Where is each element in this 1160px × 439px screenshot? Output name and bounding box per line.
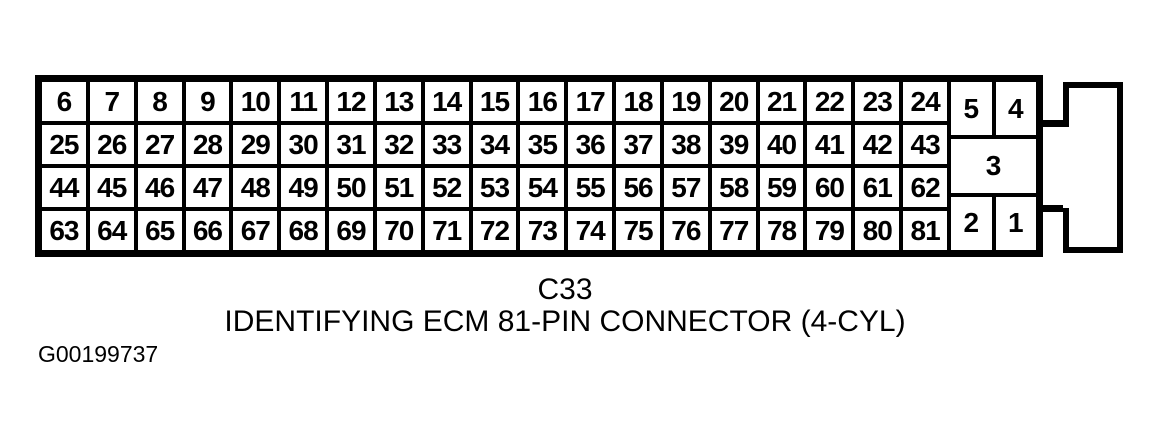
pin-cell: 51 [376,168,421,207]
pin-cell: 39 [711,125,756,164]
pin-cell: 76 [663,211,708,250]
pin-cell: 64 [89,211,134,250]
pin-cell: 22 [807,82,852,121]
pin-cell: 21 [759,82,804,121]
pin-cell: 67 [233,211,278,250]
graphic-id-label: G00199737 [38,341,159,367]
pin-cell: 62 [903,168,947,207]
pin-cell: 6 [42,82,86,121]
side-pin-cell-3: 3 [951,139,1036,193]
pin-cell: 8 [137,82,182,121]
pin-cell: 71 [424,211,469,250]
pin-cell: 68 [281,211,326,250]
pin-cell: 25 [42,125,86,164]
pin-cell: 27 [137,125,182,164]
pin-cell: 7 [89,82,134,121]
pin-cell: 15 [472,82,517,121]
key-tab-body [1063,82,1123,253]
side-pin-cell-4: 4 [995,82,1036,136]
pin-cell: 54 [520,168,565,207]
pin-cell: 33 [424,125,469,164]
pin-cell: 58 [711,168,756,207]
side-pin-cell-2: 2 [951,196,992,250]
pin-cell: 49 [281,168,326,207]
pin-cell: 81 [903,211,947,250]
key-tab-edge-bottom [1063,208,1069,253]
pin-cell: 18 [616,82,660,121]
pin-cell: 46 [137,168,182,207]
pin-cell: 38 [663,125,708,164]
pin-cell: 29 [233,125,278,164]
pin-cell: 11 [281,82,326,121]
pin-cell: 19 [663,82,708,121]
pin-cell: 55 [568,168,613,207]
figure-caption: IDENTIFYING ECM 81-PIN CONNECTOR (4-CYL) [224,305,906,338]
pin-cell: 60 [807,168,852,207]
pin-cell: 36 [568,125,613,164]
pin-cell: 56 [616,168,660,207]
pin-cell: 77 [711,211,756,250]
pin-cell: 14 [424,82,469,121]
pin-cell: 72 [472,211,517,250]
side-pin-cell-5: 5 [951,82,992,136]
pin-cell: 65 [137,211,182,250]
pin-cell: 80 [855,211,900,250]
pin-cell: 17 [568,82,613,121]
caption-block: C33 IDENTIFYING ECM 81-PIN CONNECTOR (4-… [35,274,1095,338]
pin-cell: 53 [472,168,517,207]
side-pin-cell-1: 1 [995,196,1036,250]
pin-cell: 16 [520,82,565,121]
pin-cell: 31 [329,125,373,164]
pin-cell: 73 [520,211,565,250]
pin-cell: 48 [233,168,278,207]
pin-cell: 69 [329,211,373,250]
pin-cell: 24 [903,82,947,121]
pin-cell: 37 [616,125,660,164]
key-tab-arm-bottom [1036,205,1069,212]
pin-cell: 59 [759,168,804,207]
pin-cell: 41 [807,125,852,164]
pin-cell: 63 [42,211,86,250]
pin-cell: 57 [663,168,708,207]
pin-cell: 20 [711,82,756,121]
pin-cell: 79 [807,211,852,250]
pin-cell: 75 [616,211,660,250]
pin-cell: 50 [329,168,373,207]
connector-id-label: C33 [537,273,593,306]
pin-cell: 61 [855,168,900,207]
pin-cell: 43 [903,125,947,164]
pin-cell: 32 [376,125,421,164]
pin-cell: 70 [376,211,421,250]
key-tab-arm-top [1036,120,1069,127]
side-pin-grid: 5 4 3 2 1 [951,82,1036,250]
pin-cell: 30 [281,125,326,164]
pin-cell: 78 [759,211,804,250]
pin-cell: 13 [376,82,421,121]
pin-cell: 28 [185,125,230,164]
pin-cell: 35 [520,125,565,164]
pin-cell: 34 [472,125,517,164]
pin-cell: 47 [185,168,230,207]
pin-cell: 74 [568,211,613,250]
pin-cell: 44 [42,168,86,207]
pin-cell: 52 [424,168,469,207]
pin-cell: 10 [233,82,278,121]
pin-cell: 12 [329,82,373,121]
pin-cell: 26 [89,125,134,164]
pin-cell: 45 [89,168,134,207]
pin-cell: 42 [855,125,900,164]
pin-cell: 40 [759,125,804,164]
pin-cell: 9 [185,82,230,121]
pin-cell: 23 [855,82,900,121]
pin-cell: 66 [185,211,230,250]
key-tab-edge-top [1063,82,1069,127]
